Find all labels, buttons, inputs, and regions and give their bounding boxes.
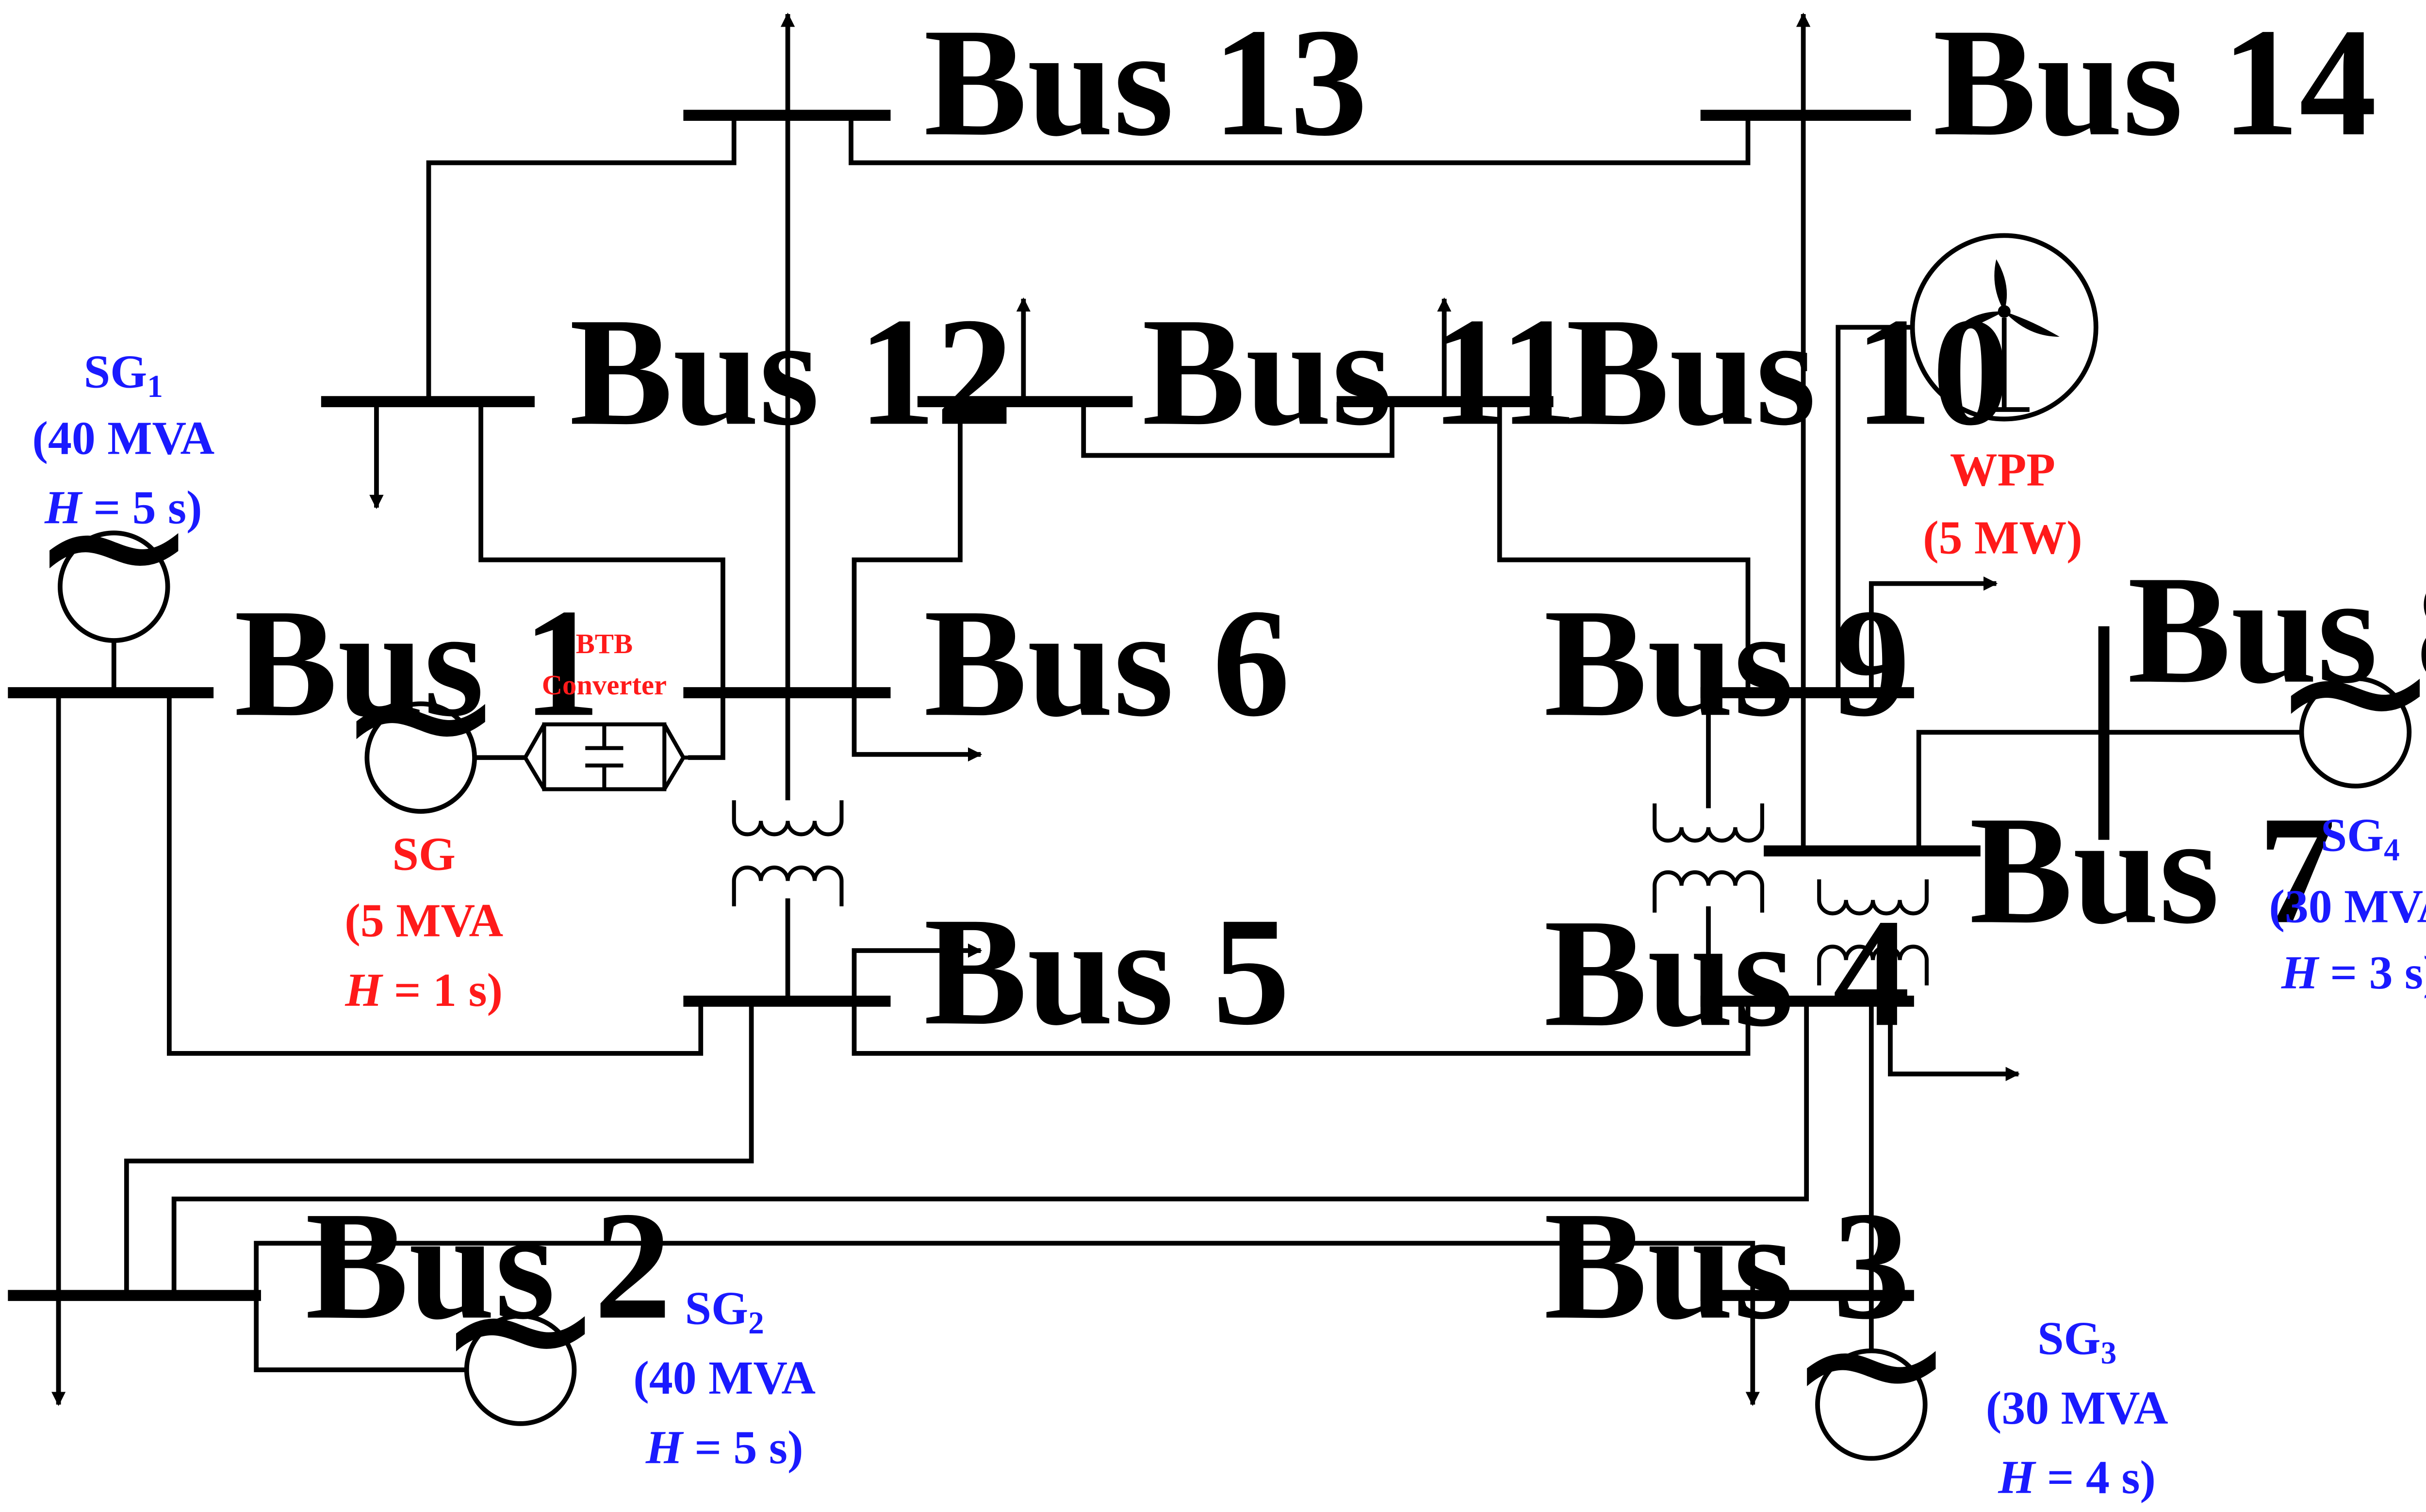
load-arrow-icon — [852, 943, 983, 1002]
line-bus2-sg2 — [254, 1295, 467, 1372]
generator-icon-sg1: ~ — [28, 425, 200, 664]
line-bus1-bus5 — [166, 692, 704, 1056]
generator-symbol: ~ — [28, 425, 200, 664]
sg-inertia: H = 1 s) — [344, 964, 503, 1017]
line-bus10-bus9 — [1497, 401, 1751, 693]
bus-label-9: Bus 9 — [1544, 577, 1910, 749]
transformer-icon — [732, 800, 844, 906]
sg2-inertia: H = 5 s) — [645, 1421, 803, 1474]
bus-label-11: Bus 11 — [1142, 286, 1577, 458]
generator-icon-sg3: ~ — [1785, 1242, 1957, 1481]
line-bus11-bus6 — [852, 401, 963, 693]
sg4-inertia: H = 3 s) — [2281, 947, 2426, 999]
generator-symbol: ~ — [434, 1208, 606, 1447]
bus-label-5: Bus 5 — [924, 886, 1290, 1057]
wind-turbine-icon — [1910, 233, 2098, 422]
wpp-rating: (5 MW) — [1923, 512, 2082, 564]
bus-labels: Bus 1 Bus 2 Bus 3 Bus 4 Bus 5 Bus 6 Bus … — [234, 0, 2426, 1351]
bus-label-4: Bus 4 — [1544, 887, 1910, 1059]
line-bus11-bus10 — [1081, 401, 1394, 458]
sg1-name: SG1 — [84, 345, 163, 404]
bus-label-7: Bus 7 — [1969, 784, 2336, 956]
line-bus12-bus6 — [478, 401, 725, 760]
sg4-rating: (30 MVA — [2269, 880, 2426, 933]
wpp-name: WPP — [1950, 444, 2055, 496]
generator-symbol: ~ — [1785, 1242, 1957, 1481]
sg2-rating: (40 MVA — [633, 1352, 816, 1404]
sg-rating: (5 MVA — [344, 895, 503, 947]
generators: ~ ~ ~ ~ ~ — [28, 425, 2426, 1482]
line-wpp-bus9 — [1836, 325, 1914, 693]
transformer-icon — [1653, 803, 1764, 913]
bus-bars — [8, 110, 2110, 1301]
btb-converter-icon — [523, 722, 696, 791]
line-bus4-bus2 — [171, 1001, 1809, 1296]
line-bus13-bus14 — [849, 115, 1751, 165]
load-arrows — [51, 13, 2020, 1406]
bus-label-10: Bus 10 — [1566, 286, 2010, 458]
load-arrow-icon — [1888, 1001, 2020, 1081]
generator-icon-sg4: ~ — [2269, 570, 2426, 809]
bus-label-12: Bus 12 — [570, 286, 1014, 458]
sg2-name: SG2 — [685, 1282, 764, 1341]
transformers — [732, 800, 1929, 986]
btb-label-line2: Converter — [542, 669, 667, 701]
bus-label-1: Bus 1 — [234, 577, 601, 749]
bus-label-3: Bus 3 — [1544, 1180, 1910, 1351]
load-arrow-icon — [1869, 576, 1998, 693]
bus-label-14: Bus 14 — [1933, 0, 2377, 168]
line-bus7-bus8 — [1916, 730, 2104, 851]
line-bus2-bus3 — [254, 1241, 1755, 1296]
sg3-rating: (30 MVA — [1986, 1382, 2168, 1434]
bus-label-6: Bus 6 — [924, 577, 1290, 749]
line-bus5-bus2 — [124, 1001, 754, 1296]
generator-icon-sg2: ~ — [434, 1208, 606, 1447]
generator-symbol: ~ — [335, 595, 507, 835]
bus-label-2: Bus 2 — [305, 1180, 672, 1351]
sg1-inertia: H = 5 s) — [44, 482, 202, 534]
sg4-name: SG4 — [2321, 809, 2400, 868]
generator-icon-sg: ~ — [335, 595, 507, 835]
generator-symbol: ~ — [2269, 570, 2426, 809]
line-bus5-bus4 — [852, 1001, 1751, 1056]
sg3-name: SG3 — [2037, 1312, 2116, 1371]
sg-name: SG — [393, 828, 456, 881]
btb-label-line1: BTB — [576, 628, 633, 659]
sg3-inertia: H = 4 s) — [1998, 1451, 2156, 1504]
transmission-lines — [56, 115, 2302, 1394]
generator-labels: SG1 (40 MVA H = 5 s) SG (5 MVA H = 1 s) … — [32, 345, 2426, 1504]
sg1-rating: (40 MVA — [32, 412, 214, 464]
bus-label-13: Bus 13 — [924, 0, 1368, 168]
bus-label-8: Bus 8 — [2128, 544, 2426, 716]
transformer-icon — [1817, 879, 1929, 986]
load-arrow-icon — [852, 692, 983, 762]
line-bus12-bus13 — [426, 115, 737, 402]
